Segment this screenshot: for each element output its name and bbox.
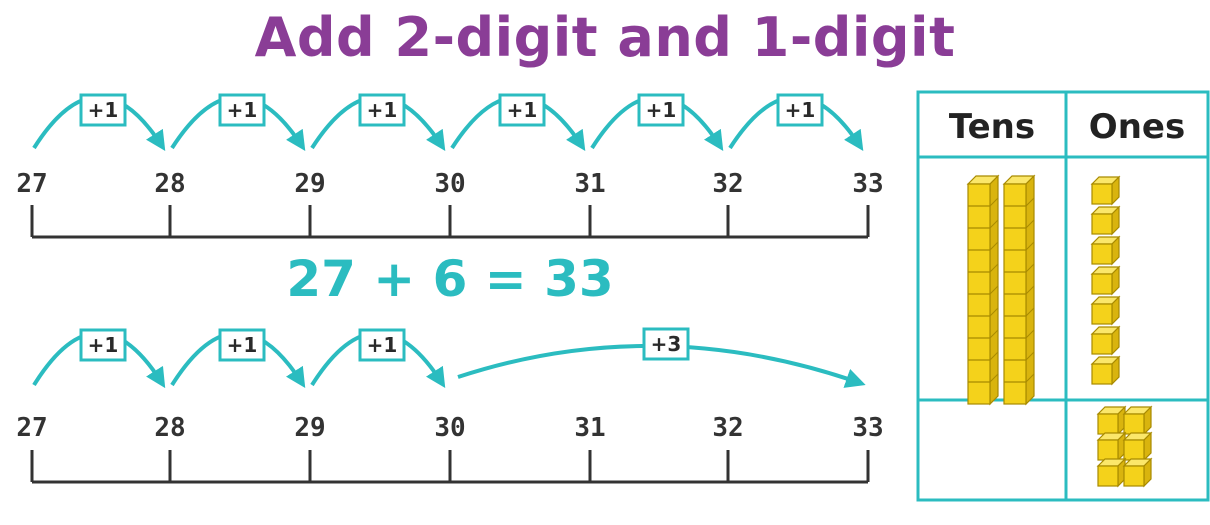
- jump-label-box: [358, 328, 406, 362]
- page-title: Add 2-digit and 1-digit: [254, 6, 956, 69]
- header-tens: Tens: [949, 107, 1035, 147]
- tick-label: 32: [712, 413, 743, 443]
- tick-label: 28: [154, 169, 185, 199]
- ones-cube: [1090, 355, 1121, 386]
- tick-label: 30: [434, 169, 465, 199]
- tick-label: 28: [154, 413, 185, 443]
- ones-cube: [1090, 205, 1121, 236]
- tick-label: 27: [16, 413, 47, 443]
- jump-label: +3: [651, 332, 682, 356]
- jump-label: +1: [367, 98, 398, 122]
- tick-label: 31: [574, 413, 605, 443]
- tick-label: 33: [852, 169, 883, 199]
- ones-cube: [1090, 175, 1121, 206]
- ones-cube: [1096, 457, 1127, 488]
- tick-label: 29: [294, 169, 325, 199]
- jump-label-box: [79, 328, 127, 362]
- ones-cube: [1096, 431, 1127, 462]
- tick-label: 27: [16, 169, 47, 199]
- jump-label-box: [642, 327, 690, 361]
- ones-cube: [1122, 457, 1153, 488]
- ones-cube: [1090, 265, 1121, 296]
- equation-text: 27 + 6 = 33: [286, 250, 614, 308]
- chart-row-1: [966, 174, 1121, 406]
- tens-rod: [966, 174, 1000, 406]
- ones-cube: [1090, 235, 1121, 266]
- jump-label: +1: [88, 333, 119, 357]
- jump-label: +1: [227, 98, 258, 122]
- tick-label: 31: [574, 169, 605, 199]
- jump-label-box: [218, 93, 266, 127]
- jump-label: +1: [227, 333, 258, 357]
- ones-cube: [1122, 431, 1153, 462]
- number-line-1: 27 28 29 30 31 32 33 +1 +1 +1 +1 +1 +1: [16, 93, 884, 239]
- tick-label: 33: [852, 413, 883, 443]
- jump-label: +1: [646, 98, 677, 122]
- jump-label: +1: [367, 333, 398, 357]
- place-value-chart: Tens Ones: [916, 90, 1210, 502]
- chart-row-2: [1096, 405, 1153, 488]
- jump-label-box: [637, 93, 685, 127]
- jump-label-box: [218, 328, 266, 362]
- tick-label: 29: [294, 413, 325, 443]
- number-lines: 27 28 29 30 31 32 33 +1 +1 +1 +1 +1 +1 27 28 29 30 31 32 33…: [16, 93, 884, 484]
- ones-cube: [1122, 405, 1153, 436]
- jump-label-box: [358, 93, 406, 127]
- ones-cube: [1096, 405, 1127, 436]
- jump-label: +1: [785, 98, 816, 122]
- jump-label: +1: [88, 98, 119, 122]
- ones-cube: [1090, 295, 1121, 326]
- chart-border: [916, 90, 1210, 502]
- jump-label: +1: [507, 98, 538, 122]
- tens-rod: [1002, 174, 1036, 406]
- number-line-2: 27 28 29 30 31 32 33 +1 +1 +1 +3: [16, 327, 884, 484]
- ones-cube: [1090, 325, 1121, 356]
- tick-label: 32: [712, 169, 743, 199]
- jump-label-box: [776, 93, 824, 127]
- tick-label: 30: [434, 413, 465, 443]
- jump-label-box: [79, 93, 127, 127]
- header-ones: Ones: [1089, 107, 1185, 147]
- jump-label-box: [498, 93, 546, 127]
